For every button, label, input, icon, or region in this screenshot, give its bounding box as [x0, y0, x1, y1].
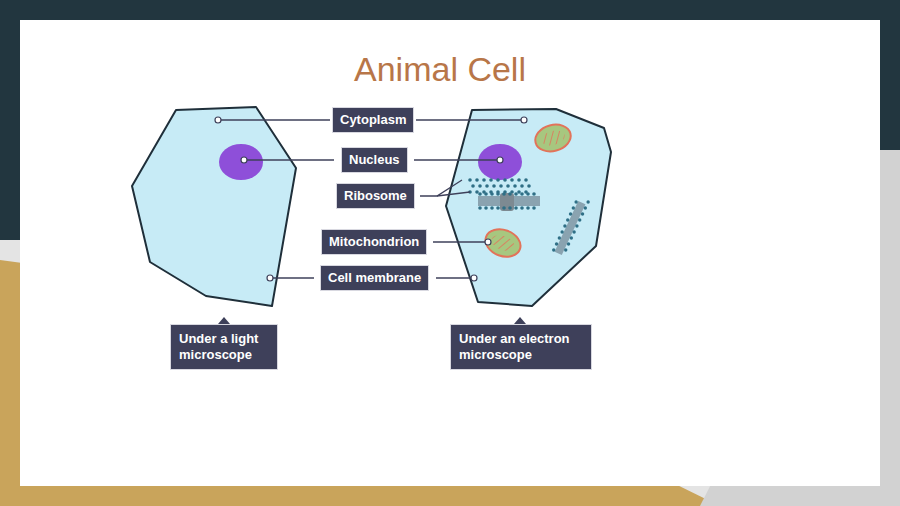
label-text: Nucleus — [349, 152, 400, 168]
pointer — [218, 317, 230, 324]
ribosomes — [468, 178, 590, 255]
label-box: Mitochondrion — [321, 229, 427, 255]
cell-outline — [446, 109, 611, 306]
label-box: Nucleus — [341, 147, 408, 173]
pointer — [514, 317, 526, 324]
label-box: Under an electron microscope — [450, 324, 592, 370]
label-box: Ribosome — [336, 183, 415, 209]
label-text: Ribosome — [344, 188, 407, 204]
label-text: Cytoplasm — [340, 112, 406, 128]
label-text: Mitochondrion — [329, 234, 419, 250]
label-text: Cell membrane — [328, 270, 421, 286]
cell-outline — [132, 107, 296, 306]
label-box: Under a light microscope — [170, 324, 278, 370]
label-box: Cytoplasm — [332, 107, 414, 133]
slide-title: Animal Cell — [20, 50, 860, 89]
label-box: Cell membrane — [320, 265, 429, 291]
leader-lines — [218, 120, 524, 278]
label-text: Under a light microscope — [179, 331, 269, 363]
nucleus — [478, 144, 522, 180]
leader-dots — [215, 117, 527, 281]
nucleus — [219, 144, 263, 180]
label-text: Under an electron microscope — [459, 331, 583, 363]
mitochondrion — [532, 121, 574, 155]
mitochondrion — [482, 225, 525, 262]
